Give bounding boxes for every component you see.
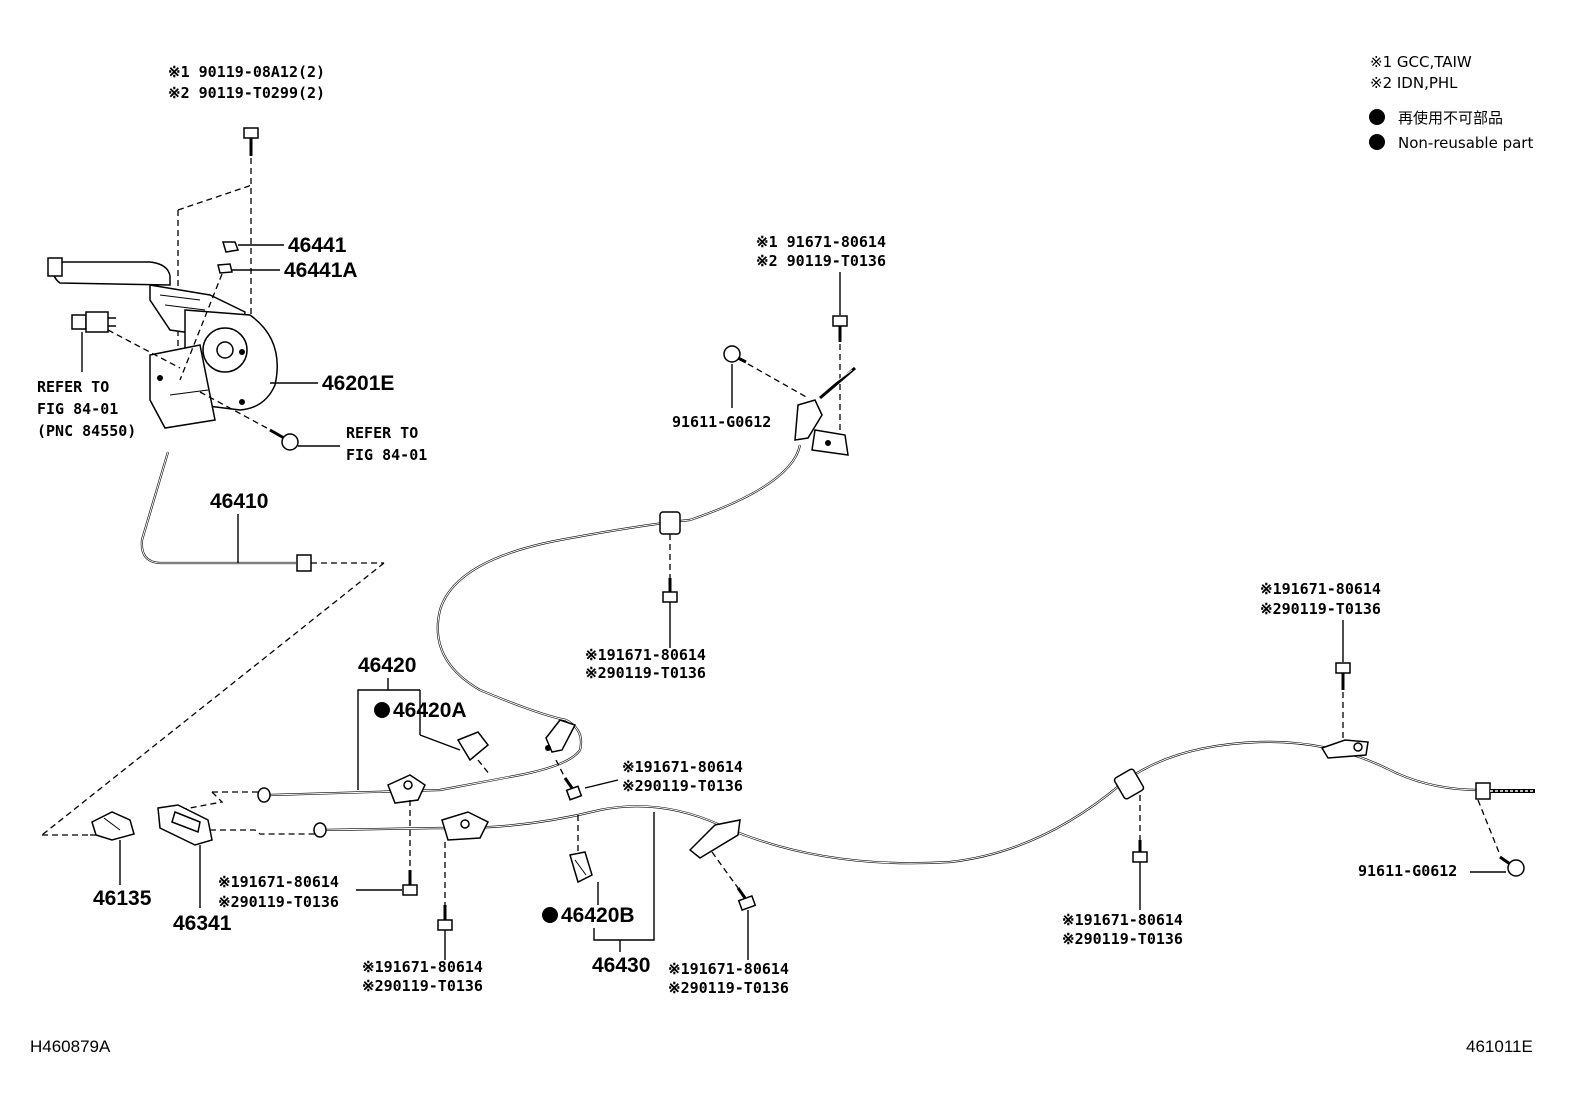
lower-mid-label-1: ※191671-80614: [668, 960, 789, 978]
refer-mid-line-2: FIG 84-01: [346, 446, 427, 464]
upper-bolt-label-1: ※1 91671-80614: [756, 233, 886, 251]
nonreusable-dot-icon: [374, 702, 390, 718]
nut-91611-left-group: 91611-G0612: [672, 345, 809, 431]
switch-icon: [71, 311, 116, 333]
label-46201E: 46201E: [322, 372, 394, 395]
lower-left-label-2: ※290119-T0136: [218, 893, 339, 911]
right-top-bolt-group: ※191671-80614 ※290119-T0136: [1260, 580, 1381, 740]
diagram-code-right: 461011E: [1466, 1037, 1533, 1056]
bolt-icon: [243, 127, 259, 156]
cable-46420-upper: [436, 366, 856, 722]
switch-refer-group: REFER TO FIG 84-01 (PNC 84550): [37, 311, 181, 440]
mid-clip-label-1: ※191671-80614: [585, 646, 706, 664]
mid-bolt-refer-group: REFER TO FIG 84-01: [199, 391, 427, 464]
bolt-icon: [832, 315, 848, 342]
right-top-label-1: ※191671-80614: [1260, 580, 1381, 598]
label-46410: 46410: [210, 490, 268, 513]
lower-right-label-1: ※191671-80614: [1062, 911, 1183, 929]
label-46420: 46420: [358, 654, 416, 677]
label-46441: 46441: [288, 234, 347, 257]
parking-brake-lever: [47, 184, 278, 429]
washer-icon: [217, 263, 233, 274]
lower-left-bolt-group: ※191671-80614 ※290119-T0136: [218, 800, 418, 911]
refer-left-line-3: (PNC 84550): [37, 422, 136, 440]
lower-left2-label-1: ※191671-80614: [362, 958, 483, 976]
mid-clip-label-2: ※290119-T0136: [585, 664, 706, 682]
part-46441A-group: 46441A: [179, 259, 358, 381]
mid-clip-bolt-group: ※191671-80614 ※290119-T0136: [585, 578, 706, 682]
nonreusable-dot-icon: [1369, 109, 1385, 125]
lower-left2-label-2: ※290119-T0136: [362, 977, 483, 995]
legend-nonreusable-en: Non-reusable part: [1398, 134, 1533, 152]
refer-mid-line-1: REFER TO: [346, 424, 418, 442]
diagram-code-left: H460879A: [30, 1037, 111, 1056]
upper-bolt-group: ※1 91671-80614 ※2 90119-T0136: [756, 233, 886, 445]
lower-right-label-2: ※290119-T0136: [1062, 930, 1183, 948]
top-bolt-label-2: ※2 90119-T0299(2): [168, 84, 325, 102]
bolt-icon: [402, 870, 418, 896]
bolt-icon: [563, 777, 583, 801]
legend: ※1 GCC,TAIW ※2 IDN,PHL 再使用不可部品 Non-reusa…: [1369, 53, 1533, 152]
nut-icon: [723, 345, 747, 364]
label-46341: 46341: [173, 912, 232, 935]
part-46135-icon: [91, 811, 135, 841]
label-46430: 46430: [592, 954, 650, 977]
legend-variant-2: ※2 IDN,PHL: [1370, 74, 1458, 92]
lower-mid-bolt-group: ※191671-80614 ※290119-T0136: [668, 851, 789, 997]
nut-icon: [221, 241, 240, 253]
center-bolt-label-1: ※191671-80614: [622, 758, 743, 776]
label-91611-left: 91611-G0612: [672, 413, 771, 431]
part-46341-icon: [157, 804, 213, 846]
cable-46420-lower: [257, 719, 583, 804]
part-46441-group: 46441: [221, 234, 347, 257]
nonreusable-dot-icon: [1369, 134, 1385, 150]
lower-right-bolt-group: ※191671-80614 ※290119-T0136: [1062, 795, 1183, 948]
part-46430-group: 46420B 46430: [542, 812, 655, 977]
upper-bolt-label-2: ※2 90119-T0136: [756, 252, 886, 270]
label-46135: 46135: [93, 887, 152, 910]
bolt-icon: [269, 428, 299, 451]
clip-46420B-icon: [569, 851, 593, 884]
nonreusable-dot-icon: [542, 907, 558, 923]
legend-variant-1: ※1 GCC,TAIW: [1370, 53, 1472, 71]
refer-left-line-2: FIG 84-01: [37, 400, 118, 418]
center-bolt-label-2: ※290119-T0136: [622, 777, 743, 795]
right-top-label-2: ※290119-T0136: [1260, 600, 1381, 618]
refer-left-line-1: REFER TO: [37, 378, 109, 396]
bolt-icon: [437, 905, 453, 931]
label-46441A: 46441A: [284, 259, 358, 282]
bolt-icon: [662, 578, 678, 603]
nut-91611-right-group: 91611-G0612: [1358, 799, 1525, 880]
front-cable-46410: 46410: [41, 451, 385, 836]
label-91611-right: 91611-G0612: [1358, 862, 1457, 880]
part-46201E-group: 46201E: [270, 372, 394, 395]
legend-nonreusable-jp: 再使用不可部品: [1398, 109, 1503, 127]
nut-icon: [1499, 855, 1525, 877]
bolt-icon: [1132, 840, 1148, 863]
cable-46430: [313, 739, 1535, 865]
bolt-icon: [736, 887, 757, 912]
lower-left-label-1: ※191671-80614: [218, 873, 339, 891]
part-46420-group: 46420 46420A: [357, 654, 491, 790]
top-bolt-group: ※1 90119-08A12(2) ※2 90119-T0299(2): [168, 63, 325, 330]
top-bolt-label-1: ※1 90119-08A12(2): [168, 63, 325, 81]
clip-icon: [456, 731, 490, 762]
bolt-icon: [1335, 662, 1351, 690]
lower-mid-label-2: ※290119-T0136: [668, 979, 789, 997]
label-46420B: 46420B: [561, 904, 635, 927]
center-bolt-group: ※191671-80614 ※290119-T0136: [555, 758, 743, 801]
lower-left2-bolt-group: ※191671-80614 ※290119-T0136: [362, 842, 483, 995]
equalizer-group: 46135 46341: [90, 791, 316, 935]
label-46420A: 46420A: [393, 699, 467, 722]
